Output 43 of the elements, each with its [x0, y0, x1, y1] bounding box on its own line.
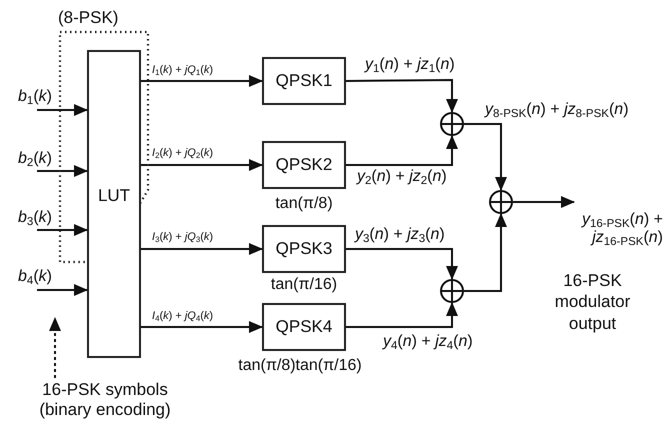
arrow	[464, 123, 507, 191]
signal-label: y$_{3}$(n) + jz$_{3}$(n)	[355, 226, 445, 244]
signal-label: b$_{4}$(k)	[18, 268, 52, 286]
caption-text: 16-PSK symbols (binary encoding)	[38, 380, 172, 420]
signal-label: y$_{8-PSK}$(n) + jz$_{8-PSK}$(n)	[485, 101, 629, 120]
modulator-block: QPSK3	[262, 225, 346, 273]
arrow	[37, 104, 88, 116]
arrow	[141, 243, 263, 255]
arrow	[37, 165, 88, 177]
signal-label: y$_{4}$(n) + jz$_{4}$(n)	[383, 333, 473, 352]
summing-junction	[440, 112, 464, 136]
arrow	[141, 159, 263, 171]
arrow	[346, 248, 458, 280]
summing-junction	[489, 190, 513, 214]
modulator-block: QPSK2	[262, 141, 346, 189]
arrow	[141, 321, 263, 333]
signal-label: b$_{2}$(k)	[18, 150, 52, 168]
lookup-table-block: LUT	[87, 50, 141, 358]
signal-label: I$_{2}$(k) + jQ$_{2}$(k)	[152, 147, 214, 160]
arrow	[346, 79, 458, 113]
dashed-arrow	[49, 317, 61, 378]
modulator-block: QPSK4	[262, 303, 346, 351]
group-title: (8-PSK)	[58, 8, 118, 28]
arrow	[464, 213, 507, 292]
arrow	[513, 196, 575, 208]
signal-label: y$_{1}$(n) + jz$_{1}$(n)	[365, 56, 455, 74]
arrow	[37, 224, 88, 236]
gain-label: tan(π/16)	[270, 276, 338, 294]
arrow	[37, 284, 88, 296]
signal-label: b$_{3}$(k)	[18, 209, 52, 228]
arrow	[346, 302, 458, 328]
signal-label: I$_{3}$(k) + jQ$_{3}$(k)	[152, 231, 214, 244]
signal-label: I$_{1}$(k) + jQ$_{1}$(k)	[152, 64, 214, 77]
modulator-block: QPSK1	[262, 57, 346, 105]
signal-label: I$_{4}$(k) + jQ$_{4}$(k)	[152, 310, 214, 323]
signal-label: b$_{1}$(k)	[18, 88, 52, 106]
gain-label: tan(π/8)	[275, 195, 333, 213]
gain-label: tan(π/8)tan(π/16)	[238, 357, 362, 375]
output-note: 16-PSK modulator output	[554, 270, 632, 334]
summing-junction	[440, 279, 464, 303]
arrow	[141, 75, 263, 87]
arrow	[346, 135, 458, 166]
signal-label: y$_{2}$(n) + jz$_{2}$(n)	[357, 168, 447, 186]
